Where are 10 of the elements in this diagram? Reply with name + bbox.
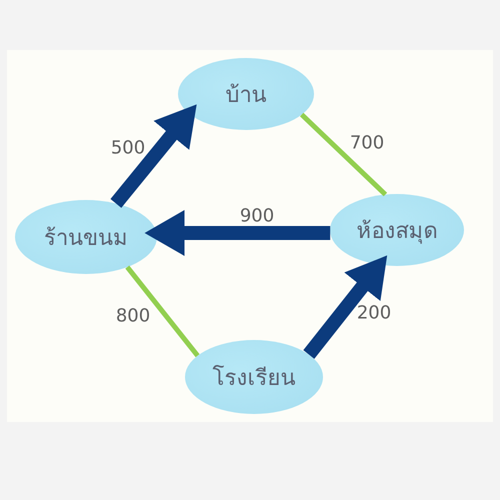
edge-label: 500 xyxy=(110,138,146,158)
connector-line xyxy=(300,112,388,196)
arrow xyxy=(144,210,330,256)
edge-label: 900 xyxy=(240,206,274,226)
edge-label: 800 xyxy=(116,306,150,326)
arrow xyxy=(110,104,197,208)
arrow xyxy=(303,255,388,359)
connector-line xyxy=(125,266,200,358)
edge-label: 700 xyxy=(350,132,384,154)
edge-label: 200 xyxy=(356,302,392,324)
